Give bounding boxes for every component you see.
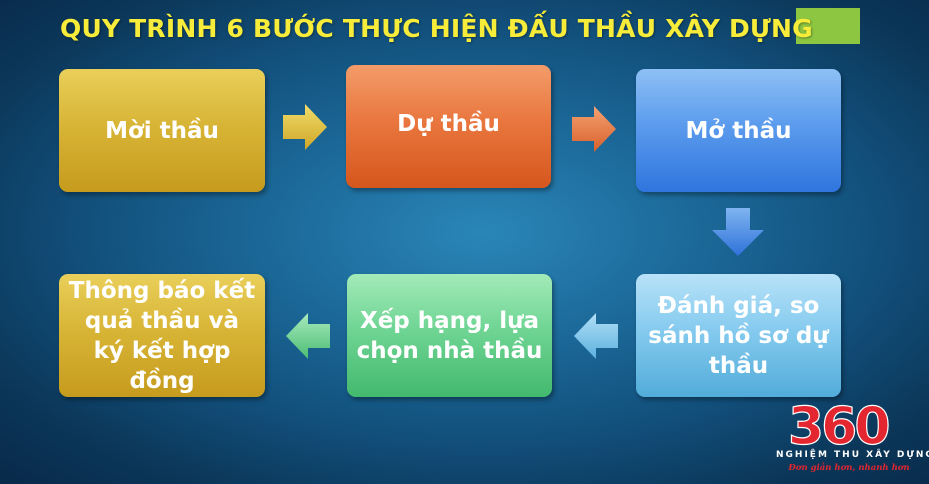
step-3-box: Mở thầu [636,69,841,192]
step-6-label: Thông báo kết quả thầu và ký kết hợp đồn… [68,277,256,394]
arrow-down-icon [712,208,764,256]
arrow-left-icon [286,313,330,359]
logo: 360 NGHIỆM THU XÂY DỰNG Đơn giản hơn, nh… [774,400,929,480]
title-highlight [796,8,860,44]
logo-360-mark: 360 [787,400,892,450]
step-5-label: Xếp hạng, lựa chọn nhà thầu [356,307,543,364]
step-1-label: Mời thầu [105,117,219,144]
step-1-box: Mời thầu [59,69,265,192]
logo-number: 360 [788,400,888,450]
logo-slogan: Đơn giản hơn, nhanh hơn [788,463,910,473]
arrow-left-icon [574,313,618,359]
step-4-label: Đánh giá, so sánh hồ sơ dự thầu [648,292,829,379]
logo-subtitle: NGHIỆM THU XÂY DỰNG [776,450,929,460]
arrow-right-icon [283,104,327,150]
step-6-box: Thông báo kết quả thầu và ký kết hợp đồn… [59,274,265,397]
arrow-right-icon [572,106,616,152]
step-2-label: Dự thầu [397,111,500,137]
step-5-box: Xếp hạng, lựa chọn nhà thầu [347,274,552,397]
step-4-box: Đánh giá, so sánh hồ sơ dự thầu [636,274,841,397]
step-3-label: Mở thầu [685,117,792,144]
step-2-box: Dự thầu [346,65,551,188]
page-title: QUY TRÌNH 6 BƯỚC THỰC HIỆN ĐẤU THẦU XÂY … [60,14,813,43]
